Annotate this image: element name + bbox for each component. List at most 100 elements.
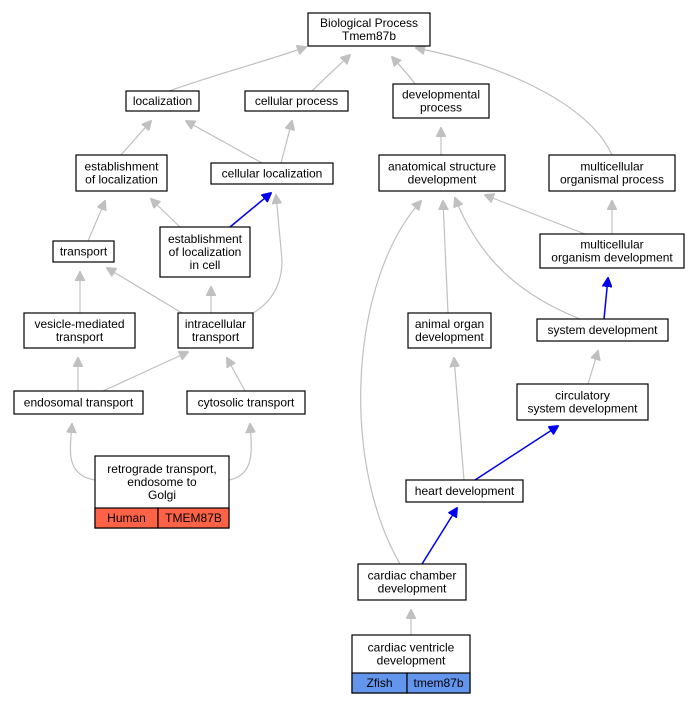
node-label-line: multicellular — [580, 238, 643, 252]
node-label-line: cardiac ventricle — [368, 641, 455, 655]
edge-multicellular-organism-development-to-anatomical-structure-development — [485, 195, 586, 235]
node-localization[interactable]: localization — [125, 90, 200, 112]
edge-cellular-localization-to-localization — [186, 121, 263, 164]
node-box — [177, 312, 254, 349]
node-label-line: multicellular — [580, 160, 643, 174]
species-label: Human — [107, 511, 146, 525]
node-heart-development[interactable]: heart development — [405, 479, 524, 503]
edge-heart-development-to-circulatory-system-development — [474, 426, 558, 481]
node-label-line: establishment — [84, 160, 159, 174]
node-box — [392, 83, 490, 119]
node-box — [159, 226, 251, 278]
node-box — [13, 390, 144, 415]
node-retrograde-transport[interactable]: retrograde transport,endosome toGolgiHum… — [94, 455, 230, 529]
node-label-line: development — [377, 654, 446, 668]
node-label-line: in cell — [190, 258, 221, 272]
edge-endosomal-transport-to-intracellular-transport — [102, 352, 188, 392]
edges-layer — [70, 47, 612, 635]
species-label: Zfish — [366, 676, 392, 690]
node-label-line: transport — [56, 330, 104, 344]
node-label-line: localization — [133, 94, 192, 108]
node-label-line: endosome to — [127, 475, 197, 489]
node-box — [539, 233, 685, 269]
edge-intracellular-transport-to-transport — [107, 268, 183, 314]
node-label-line: animal organ — [415, 317, 484, 331]
edge-establishment-of-localization-to-localization — [120, 121, 151, 156]
edge-cardiac-chamber-development-to-anatomical-structure-development — [360, 201, 421, 565]
node-label-line: circulatory — [555, 389, 610, 403]
edge-multicellular-organismal-process-to-bp — [416, 48, 613, 156]
node-label-line: organism development — [551, 251, 673, 265]
node-label-line: of localization — [169, 245, 242, 259]
node-label-line: of localization — [85, 173, 158, 187]
node-label-line: cardiac chamber — [368, 569, 457, 583]
edge-establishment-of-localization-in-cell-to-establishment-of-localization — [151, 199, 181, 228]
node-box — [405, 479, 524, 503]
edge-localization-to-bp — [168, 47, 306, 92]
node-endosomal-transport[interactable]: endosomal transport — [13, 390, 144, 415]
node-label-line: transport — [192, 330, 240, 344]
node-label-line: Golgi — [148, 488, 176, 502]
edge-cardiac-chamber-development-to-heart-development — [421, 508, 457, 565]
node-system-development[interactable]: system development — [536, 318, 669, 342]
edge-heart-development-to-animal-organ-development — [454, 358, 465, 481]
edge-system-development-to-anatomical-structure-development — [455, 198, 581, 320]
node-label-line: vesicle-mediated — [34, 317, 124, 331]
node-label-line: Biological Process — [320, 16, 418, 30]
node-label-line: developmental — [402, 88, 480, 102]
edge-establishment-of-localization-in-cell-to-cellular-localization — [229, 193, 271, 228]
node-cytosolic-transport[interactable]: cytosolic transport — [186, 390, 306, 415]
node-box — [23, 312, 136, 349]
node-box — [307, 12, 431, 47]
node-box — [548, 154, 676, 192]
node-label-line: Tmem87b — [342, 29, 396, 43]
gene-cell — [157, 507, 230, 529]
node-box — [407, 312, 492, 349]
edge-animal-organ-development-to-anatomical-structure-development — [443, 201, 449, 314]
node-label-line: anatomical structure — [388, 160, 496, 174]
node-box — [210, 162, 334, 185]
node-label-line: transport — [60, 245, 108, 259]
edge-retrograde-transport-to-cytosolic-transport — [228, 424, 251, 481]
node-cellular-localization[interactable]: cellular localization — [210, 162, 334, 185]
node-label-line: system development — [527, 402, 638, 416]
node-transport[interactable]: transport — [52, 240, 115, 263]
node-label-line: endosomal transport — [24, 396, 134, 410]
edge-cellular-localization-to-cellular-process — [280, 121, 292, 164]
node-box — [125, 90, 200, 112]
node-label-line: intracellular — [185, 317, 246, 331]
node-label-line: cellular process — [255, 94, 338, 108]
node-box — [186, 390, 306, 415]
node-box — [52, 240, 115, 263]
node-label-line: system development — [547, 323, 658, 337]
node-label-line: organismal process — [560, 173, 664, 187]
node-label-line: development — [408, 173, 477, 187]
node-label-line: development — [415, 330, 484, 344]
node-label-line: retrograde transport, — [107, 462, 216, 476]
gene-label: TMEM87B — [165, 511, 222, 525]
node-box — [378, 154, 506, 192]
node-cellular-process[interactable]: cellular process — [244, 90, 349, 112]
edge-circulatory-system-development-to-system-development — [587, 351, 598, 385]
edge-system-development-to-multicellular-organism-development — [604, 278, 608, 320]
node-label-line: cellular localization — [222, 167, 323, 181]
edge-transport-to-establishment-of-localization — [87, 201, 105, 242]
node-label-line: development — [378, 582, 447, 596]
gene-label: tmem87b — [413, 676, 463, 690]
node-box — [516, 383, 649, 421]
